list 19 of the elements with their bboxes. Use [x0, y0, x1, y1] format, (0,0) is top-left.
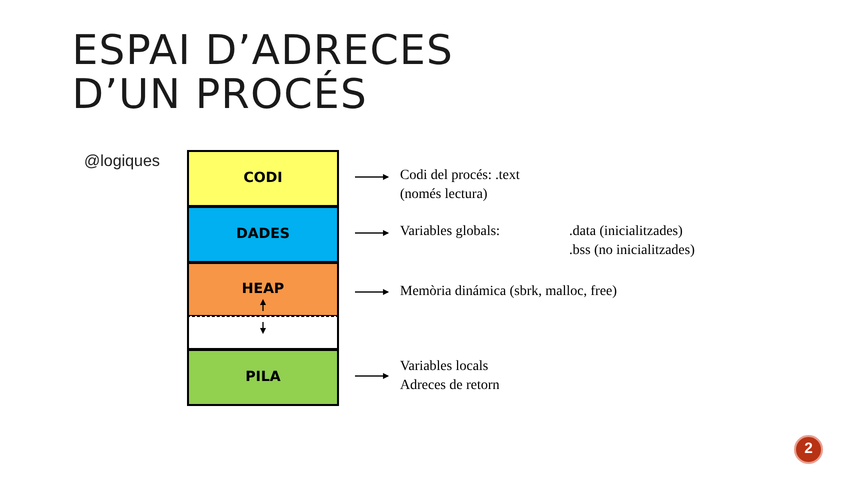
- memory-segment: HEAP: [187, 262, 339, 317]
- description-text: Memòria dinámica (sbrk, malloc, free): [400, 283, 618, 301]
- description-text: .data (inicialitzades): [569, 223, 684, 241]
- address-label: @logiques: [84, 152, 160, 172]
- free-memory-gap: [187, 316, 339, 350]
- arrow: [355, 373, 389, 379]
- memory-segment: DADES: [187, 206, 339, 263]
- description-text: Variables globals:: [400, 223, 501, 241]
- page-number: 2: [804, 439, 813, 460]
- arrow: [355, 174, 389, 180]
- description-text: .bss (no inicialitzades): [569, 242, 696, 260]
- memory-segment: CODI: [187, 150, 339, 207]
- arrow: [355, 289, 389, 295]
- arrow: [355, 230, 389, 236]
- slide-title: ESPAI D’ADRECES D’UN PROCÉS: [72, 28, 454, 116]
- description-text: Codi del procés: .text (només lectura): [400, 167, 521, 204]
- memory-segment: PILA: [187, 349, 339, 406]
- description-text: Adreces de retorn: [400, 377, 501, 395]
- description-text: Variables locals: [400, 358, 490, 376]
